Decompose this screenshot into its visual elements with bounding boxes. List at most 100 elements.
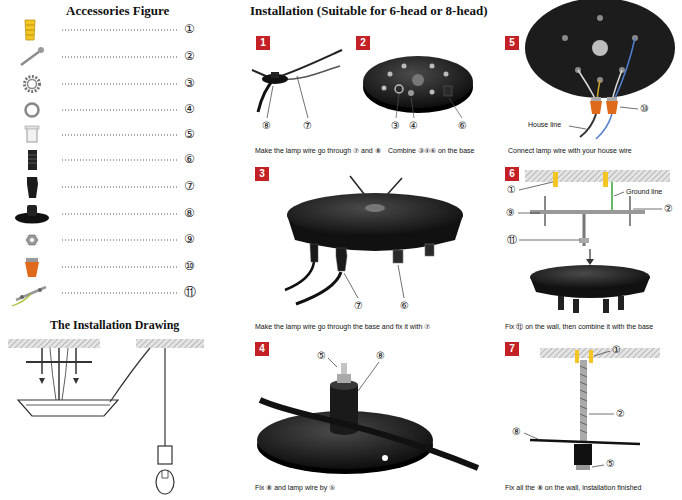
step-caption: Fix ⑧ and lamp wire by ⑤ (255, 484, 335, 492)
callout-number: ⑪ (507, 234, 517, 246)
step-number-box: 1 (256, 36, 270, 50)
step5-figure-part (578, 70, 596, 100)
step2-figure-part (402, 64, 407, 69)
step4-figure-part (341, 363, 347, 374)
callout-number: ① (184, 22, 195, 36)
callout-number: ② (184, 49, 195, 63)
accessory-icons-part (28, 163, 37, 164)
installation-drawing-part (75, 348, 77, 374)
step2-figure-part (430, 90, 435, 95)
installation-drawing (8, 339, 204, 494)
step6-figure-part (519, 182, 553, 190)
step4-figure-part (328, 358, 337, 367)
step-number: 5 (509, 38, 515, 48)
accessory-icons-part (38, 288, 42, 292)
step2-figure (363, 56, 473, 118)
step5-figure-part (592, 40, 608, 56)
accessory-icons-part (26, 35, 34, 36)
callout-number: ⑥ (400, 300, 409, 312)
accessory-icons-part (28, 155, 37, 156)
callout-number: ⑥ (184, 152, 195, 166)
callout-number: ⑪ (184, 285, 196, 299)
step-number: 3 (259, 169, 265, 179)
step7-figure-part (580, 366, 587, 433)
part-label: House line (528, 121, 561, 129)
step5-figure-part (607, 97, 617, 101)
callout-number: ④ (409, 120, 418, 132)
step-caption: Make the lamp wire go through the base a… (255, 323, 430, 331)
step7-figure-part (575, 350, 579, 363)
step7-figure-part (589, 350, 593, 363)
callout-number: ② (664, 203, 673, 215)
accessory-icons-part (27, 205, 37, 216)
step2-figure-part (408, 90, 414, 96)
accessory-icons-part (25, 126, 39, 129)
step6-figure (518, 170, 670, 313)
step2-figure-part (430, 64, 435, 69)
step6-figure-part (603, 299, 609, 313)
callout-number: ⑦ (303, 120, 312, 132)
step6-figure-part (586, 259, 594, 265)
accessory-icons-part (25, 262, 39, 277)
step1-figure-part (297, 76, 308, 118)
callout-number: ③ (391, 120, 400, 132)
installation-drawing-part (136, 339, 204, 348)
step5-figure (525, 0, 675, 139)
step6-figure-part (573, 299, 579, 313)
step-number-box: 2 (356, 36, 370, 50)
step6-figure-part (589, 249, 590, 260)
step3-figure-part (285, 262, 314, 290)
accessory-icons-part (28, 159, 37, 160)
step6-figure-part (579, 238, 589, 243)
installation-drawing-part (39, 378, 45, 384)
step-caption: Fix all the ⑧ on the wall, installation … (505, 484, 641, 492)
step7-figure-part (576, 465, 590, 470)
step2-figure-part (395, 85, 403, 93)
callout-number: ⑩ (640, 103, 649, 115)
step6-figure-part (519, 240, 580, 241)
part-label: Ground line (626, 188, 662, 196)
step3-figure-part (398, 265, 404, 298)
step7-figure-part (530, 440, 640, 444)
step6-figure-part (530, 210, 645, 214)
step7-figure-part (574, 444, 592, 465)
step1-figure (252, 50, 342, 118)
step6-figure-part (518, 213, 540, 214)
step3-figure-part (365, 204, 385, 212)
step6-figure-part (603, 172, 608, 187)
dotted-leaders-part (62, 135, 178, 136)
accessory-icons-part (28, 150, 37, 170)
accessory-icons-part (26, 258, 38, 262)
step6-figure-part (633, 209, 662, 210)
accessory-icons-part (25, 20, 35, 40)
installation-drawing-part (58, 348, 60, 400)
callout-number: ② (616, 408, 625, 420)
step5-figure-part (591, 97, 601, 101)
step-number-box: 4 (255, 342, 269, 356)
callout-number: ⑧ (376, 350, 385, 362)
accessory-icons-part (26, 25, 34, 26)
step2-figure-part (412, 74, 424, 86)
step7-figure-part (589, 414, 614, 415)
step-caption: Connect lamp wire with your house wire (508, 147, 632, 155)
accessory-icons-part (27, 177, 38, 198)
step6-figure-part (558, 296, 564, 310)
step-number: 6 (509, 169, 515, 179)
step6-figure-part (553, 172, 558, 187)
step7-figure-part (594, 351, 610, 356)
installation-drawing-part (41, 348, 43, 374)
step-number: 1 (260, 38, 266, 48)
step5-figure-part (620, 107, 638, 109)
installation-drawing-part (8, 339, 100, 348)
callout-number: ⑩ (184, 259, 195, 273)
callout-number: ④ (184, 102, 195, 116)
installation-drawing-part (158, 446, 172, 464)
accessory-icons-part (26, 104, 39, 117)
step2-figure-part (444, 86, 452, 96)
step6-figure-part (611, 182, 613, 212)
step3-figure (285, 176, 463, 304)
accessory-icons-part (20, 295, 24, 299)
step4-figure (257, 358, 478, 474)
callout-number: ⑨ (506, 207, 515, 219)
dotted-leaders-part (62, 84, 178, 85)
